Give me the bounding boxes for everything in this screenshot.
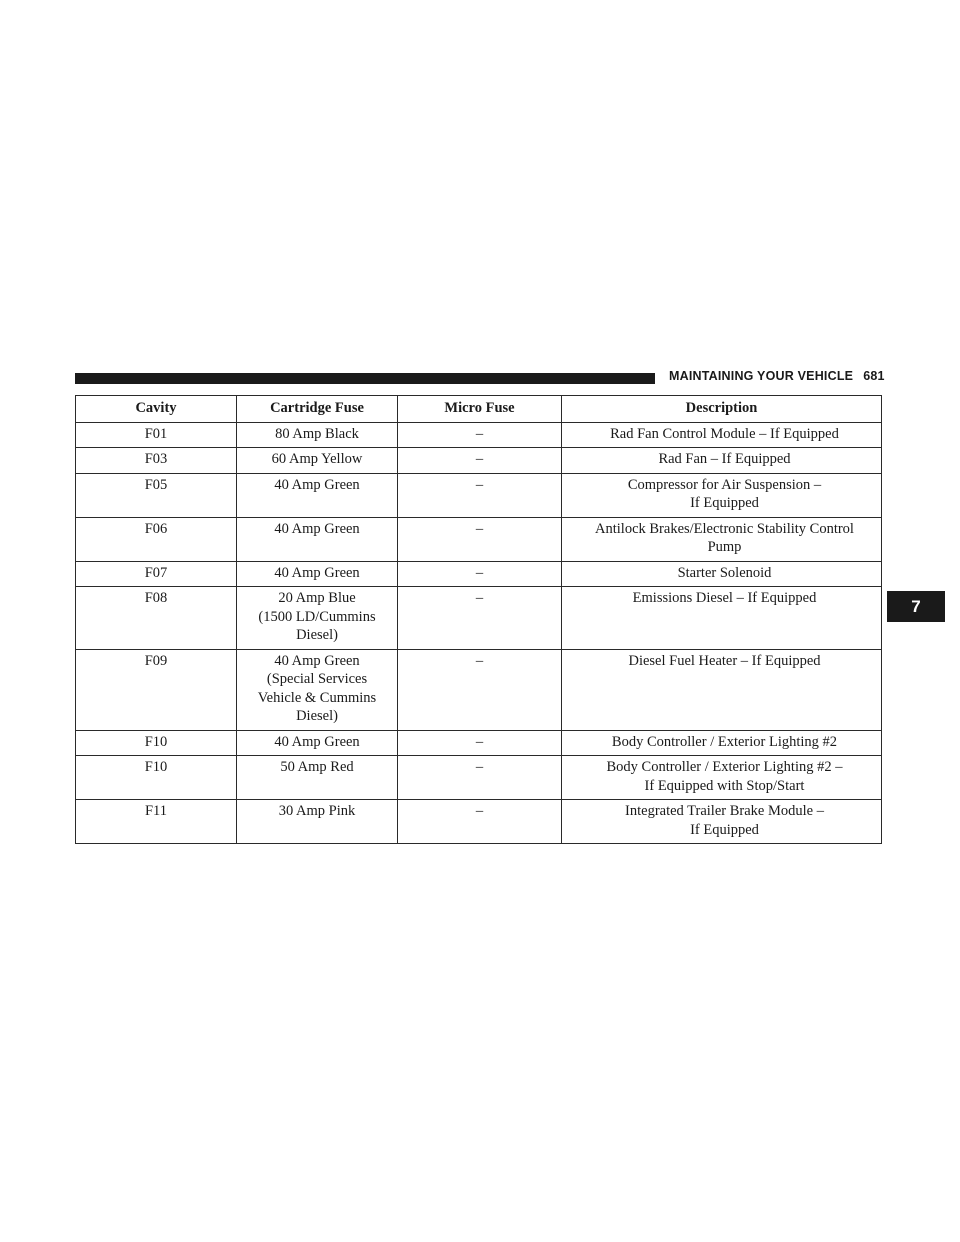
- description-line: Diesel Fuel Heater – If Equipped: [628, 652, 821, 669]
- cartridge-fuse-cell: 80 Amp Black: [236, 421, 398, 448]
- table-header-row: Cavity Cartridge Fuse Micro Fuse Descrip…: [75, 395, 882, 423]
- cartridge-fuse-line: 40 Amp Green: [274, 733, 360, 750]
- cavity-cell: F01: [75, 421, 237, 448]
- cartridge-fuse-line: 40 Amp Green: [274, 520, 360, 537]
- micro-fuse-cell: –: [397, 516, 562, 562]
- fuse-table: Cavity Cartridge Fuse Micro Fuse Descrip…: [75, 395, 882, 844]
- cartridge-fuse-cell: 30 Amp Pink: [236, 799, 398, 844]
- description-line: Rad Fan – If Equipped: [658, 451, 791, 467]
- cartridge-fuse-line: 50 Amp Red: [280, 759, 354, 775]
- cartridge-fuse-line: 80 Amp Black: [275, 425, 359, 442]
- chapter-tab[interactable]: 7: [887, 591, 945, 622]
- description-line: Compressor for Air Suspension –: [627, 476, 822, 493]
- cartridge-fuse-cell: 40 Amp Green: [236, 516, 398, 562]
- micro-fuse-cell: –: [397, 447, 562, 474]
- micro-fuse-cell: –: [397, 755, 562, 800]
- cavity-cell: F07: [75, 560, 237, 587]
- cartridge-fuse-line: 20 Amp Blue: [278, 590, 356, 606]
- fuse-table-body: F01 80 Amp Black – Rad Fan Control Module –…: [75, 421, 882, 844]
- cartridge-fuse-line: 30 Amp Pink: [278, 803, 356, 819]
- description-line: Pump: [707, 539, 742, 555]
- description-line: Body Controller / Exterior Lighting #2 –: [606, 759, 843, 775]
- cartridge-fuse-line: Diesel): [296, 627, 338, 643]
- column-header-micro-fuse: Micro Fuse: [397, 395, 562, 423]
- description-cell: Body Controller / Exterior Lighting #2: [561, 729, 882, 756]
- description-line: If Equipped with Stop/Start: [644, 777, 805, 794]
- running-header: MAINTAINING YOUR VEHICLE 681: [669, 369, 885, 383]
- column-header-cavity: Cavity: [75, 395, 237, 423]
- cartridge-fuse-line: 40 Amp Green: [274, 476, 360, 493]
- column-header-description: Description: [561, 395, 882, 423]
- column-header-cartridge-fuse: Cartridge Fuse: [236, 395, 398, 423]
- cavity-cell: F03: [75, 447, 237, 474]
- micro-fuse-cell: –: [397, 729, 562, 756]
- table-row: F10 40 Amp Green – Body Controller / Exteri…: [75, 729, 882, 756]
- description-cell: Integrated Trailer Brake Module – If Equi…: [561, 799, 882, 844]
- cartridge-fuse-line: Diesel): [296, 708, 338, 724]
- cartridge-fuse-line: (Special Services: [266, 671, 368, 687]
- table-row: F06 40 Amp Green – Antilock Brakes/Electron…: [75, 516, 882, 562]
- cartridge-fuse-line: 40 Amp Green: [274, 652, 360, 669]
- description-cell: Starter Solenoid: [561, 560, 882, 587]
- micro-fuse-cell: –: [397, 472, 562, 518]
- description-line: Starter Solenoid: [677, 564, 772, 581]
- cartridge-fuse-cell: 60 Amp Yellow: [236, 447, 398, 474]
- table-row: F03 60 Amp Yellow – Rad Fan – If Equipped: [75, 447, 882, 474]
- cavity-cell: F11: [75, 799, 237, 844]
- micro-fuse-cell: –: [397, 586, 562, 650]
- micro-fuse-cell: –: [397, 421, 562, 448]
- description-cell: Diesel Fuel Heater – If Equipped: [561, 648, 882, 731]
- table-row: F01 80 Amp Black – Rad Fan Control Module –…: [75, 421, 882, 448]
- page-number: 681: [863, 369, 885, 383]
- cartridge-fuse-cell: 40 Amp Green: [236, 472, 398, 518]
- description-line: Rad Fan Control Module – If Equipped: [610, 425, 839, 442]
- cavity-cell: F08: [75, 586, 237, 650]
- description-cell: Rad Fan Control Module – If Equipped: [561, 421, 882, 448]
- description-line: Integrated Trailer Brake Module –: [625, 803, 824, 819]
- cavity-cell: F10: [75, 755, 237, 800]
- cartridge-fuse-line: 60 Amp Yellow: [271, 451, 363, 467]
- cartridge-fuse-cell: 50 Amp Red: [236, 755, 398, 800]
- description-cell: Rad Fan – If Equipped: [561, 447, 882, 474]
- cartridge-fuse-line: 40 Amp Green: [274, 564, 360, 581]
- cavity-cell: F05: [75, 472, 237, 518]
- table-row: F07 40 Amp Green – Starter Solenoid: [75, 560, 882, 587]
- cartridge-fuse-cell: 40 Amp Green: [236, 560, 398, 587]
- description-cell: Compressor for Air Suspension – If Equipp…: [561, 472, 882, 518]
- cavity-cell: F09: [75, 648, 237, 731]
- micro-fuse-cell: –: [397, 799, 562, 844]
- cavity-cell: F10: [75, 729, 237, 756]
- description-line: Body Controller / Exterior Lighting #2: [611, 733, 838, 750]
- cartridge-fuse-cell: 40 Amp Green: [236, 729, 398, 756]
- description-line: If Equipped: [690, 821, 759, 838]
- description-cell: Antilock Brakes/Electronic Stability Con…: [561, 516, 882, 562]
- header-rule: [75, 373, 655, 384]
- description-line: Emissions Diesel – If Equipped: [632, 590, 817, 606]
- cavity-cell: F06: [75, 516, 237, 562]
- micro-fuse-cell: –: [397, 560, 562, 587]
- micro-fuse-cell: –: [397, 648, 562, 731]
- description-cell: Body Controller / Exterior Lighting #2 –…: [561, 755, 882, 800]
- description-line: Antilock Brakes/Electronic Stability Con…: [595, 520, 854, 537]
- description-cell: Emissions Diesel – If Equipped: [561, 586, 882, 650]
- cartridge-fuse-line: (1500 LD/Cummins: [258, 608, 376, 625]
- section-title: MAINTAINING YOUR VEHICLE: [669, 369, 854, 383]
- cartridge-fuse-line: Vehicle & Cummins: [257, 689, 377, 706]
- description-line: If Equipped: [690, 495, 759, 511]
